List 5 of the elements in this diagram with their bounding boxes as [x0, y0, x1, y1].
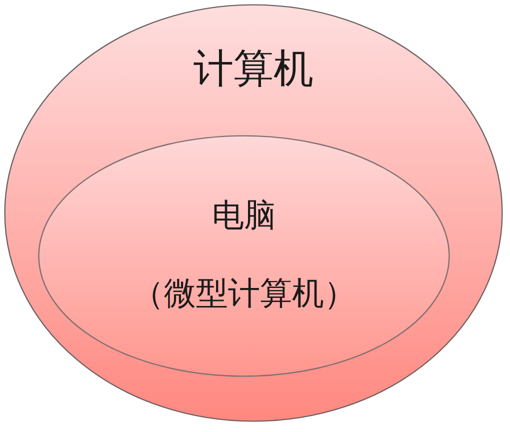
outer-ellipse: [4, 4, 503, 422]
inner-ellipse: [38, 135, 450, 377]
ellipse-title: 计算机: [194, 46, 314, 92]
ellipse-subtitle: （微型计算机）: [132, 275, 356, 312]
ellipse-title: 电脑: [212, 197, 276, 234]
